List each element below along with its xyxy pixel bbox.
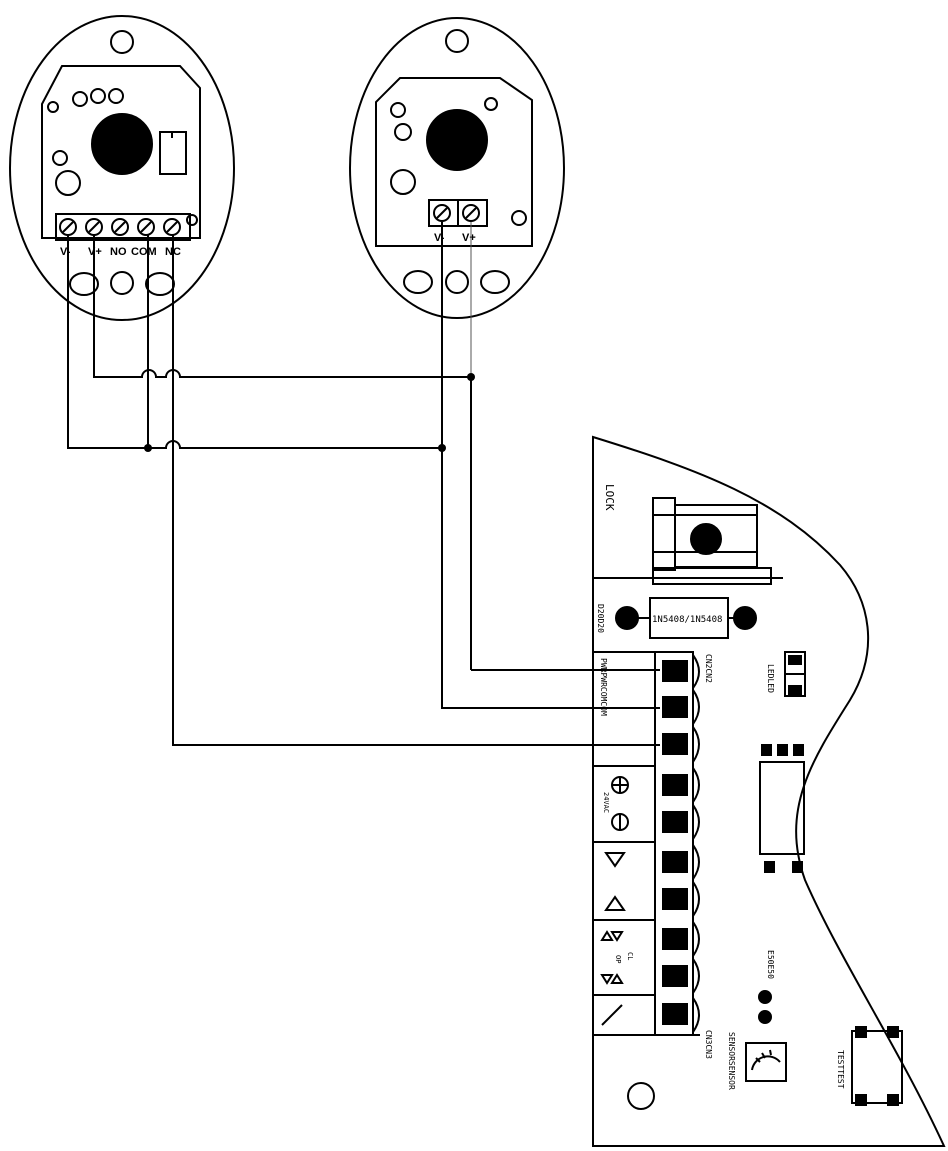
transmitter-photocell [349,17,565,319]
receiver-mount-hole-top [110,30,134,54]
transmitter-housing [349,17,565,319]
lock-base [652,567,772,585]
receiver-component [72,91,88,107]
op-arrow-icon [600,973,624,985]
transmitter-label-vplus: V+ [462,232,476,244]
screw [462,204,480,222]
control-board [592,435,946,1147]
transmitter-component [390,102,406,118]
receiver-terminal-labels: V- V+ NO COM NC [60,246,181,258]
transmitter-hole [445,270,469,294]
receiver-component [52,150,68,166]
receiver-terminal-block [55,213,191,241]
receiver-housing [9,15,235,321]
board-outline [592,435,946,1147]
transmitter-hole [403,270,433,294]
receiver-label-vminus: V- [60,246,71,258]
wire-junctions [144,373,475,452]
triangle-down-icon [604,852,626,868]
wire-vminus-bus [67,235,442,449]
terminal-contact [662,696,688,718]
op-label: OP [614,955,622,963]
wire-tx-vminus [441,222,660,709]
receiver-component [108,88,124,104]
terminal-contact [662,811,688,833]
board-mount-hole [627,1082,655,1110]
receiver-component [47,101,59,113]
receiver-screws [59,218,181,236]
board-labels: LOCK D20D20 1N5408/1N5408 PWRPWRCOMCOM C… [596,484,845,1090]
cl-arrow-icon [600,930,624,942]
receiver-component [55,170,81,196]
terminal-contact [662,774,688,796]
sensor-label: SENSORSENSOR [727,1032,736,1090]
transmitter-pcb [375,77,533,247]
transmitter-label-vminus: V- [434,232,445,244]
screw [111,218,129,236]
relay-body [759,761,805,855]
wires [67,222,660,746]
connector-top-label: CN2CN2 [704,654,713,683]
receiver-component [90,88,106,104]
led-label: LEDLED [766,664,775,693]
transmitter-component [394,123,412,141]
lock-label: LOCK [603,484,616,511]
terminal-contact [662,851,688,873]
terminal-group-label: PWRPWRCOMCOM [599,658,608,716]
e50-dot [758,1010,772,1024]
receiver-photocell [9,15,235,321]
terminal-contact [662,660,688,682]
receiver-hole [110,271,134,295]
e50-dot [758,990,772,1004]
terminal-contact [662,928,688,950]
receiver-label-com: COM [131,246,157,258]
receiver-chip [159,131,187,175]
junction-dot [467,373,475,381]
receiver-hole [69,272,99,296]
screw [137,218,155,236]
transmitter-lens [426,109,488,171]
lock-tab [652,497,676,571]
receiver-lens [91,113,153,175]
receiver-hole [145,272,175,296]
junction-dot [144,444,152,452]
terminal-contacts [662,660,688,1025]
transmitter-mount-hole-top [445,29,469,53]
junction-dot [438,444,446,452]
transmitter-component [484,97,498,111]
cl-label: CL [626,952,634,960]
terminal-contact [662,733,688,755]
connector-bottom-label: CN3CN3 [704,1030,713,1059]
power-label: 24VAC [602,792,610,813]
triangle-up-icon [604,895,626,911]
switch-symbol [601,1004,623,1026]
transmitter-component [390,169,416,195]
diode-label: 1N5408/1N5408 [652,615,722,625]
wire-vplus-bus [93,235,471,378]
transmitter-hole [480,270,510,294]
sensor-box [745,1042,787,1082]
screw [433,204,451,222]
diode-pad [615,606,639,630]
transmitter-component [511,210,527,226]
terminal-contact [662,965,688,987]
diode-pad [733,606,757,630]
e50-label: E50E50 [766,950,775,979]
terminal-contact [662,1003,688,1025]
lock-screw [690,523,722,555]
wire-nc [172,235,660,746]
test-button [851,1030,903,1104]
diode-ref-label: D20D20 [596,604,605,633]
test-label: TESTTEST [836,1050,845,1089]
receiver-component [186,214,198,226]
receiver-pcb [41,65,201,239]
transmitter-terminal-labels: V- V+ [434,232,476,244]
receiver-label-no: NO [110,246,127,258]
terminal-contact [662,888,688,910]
